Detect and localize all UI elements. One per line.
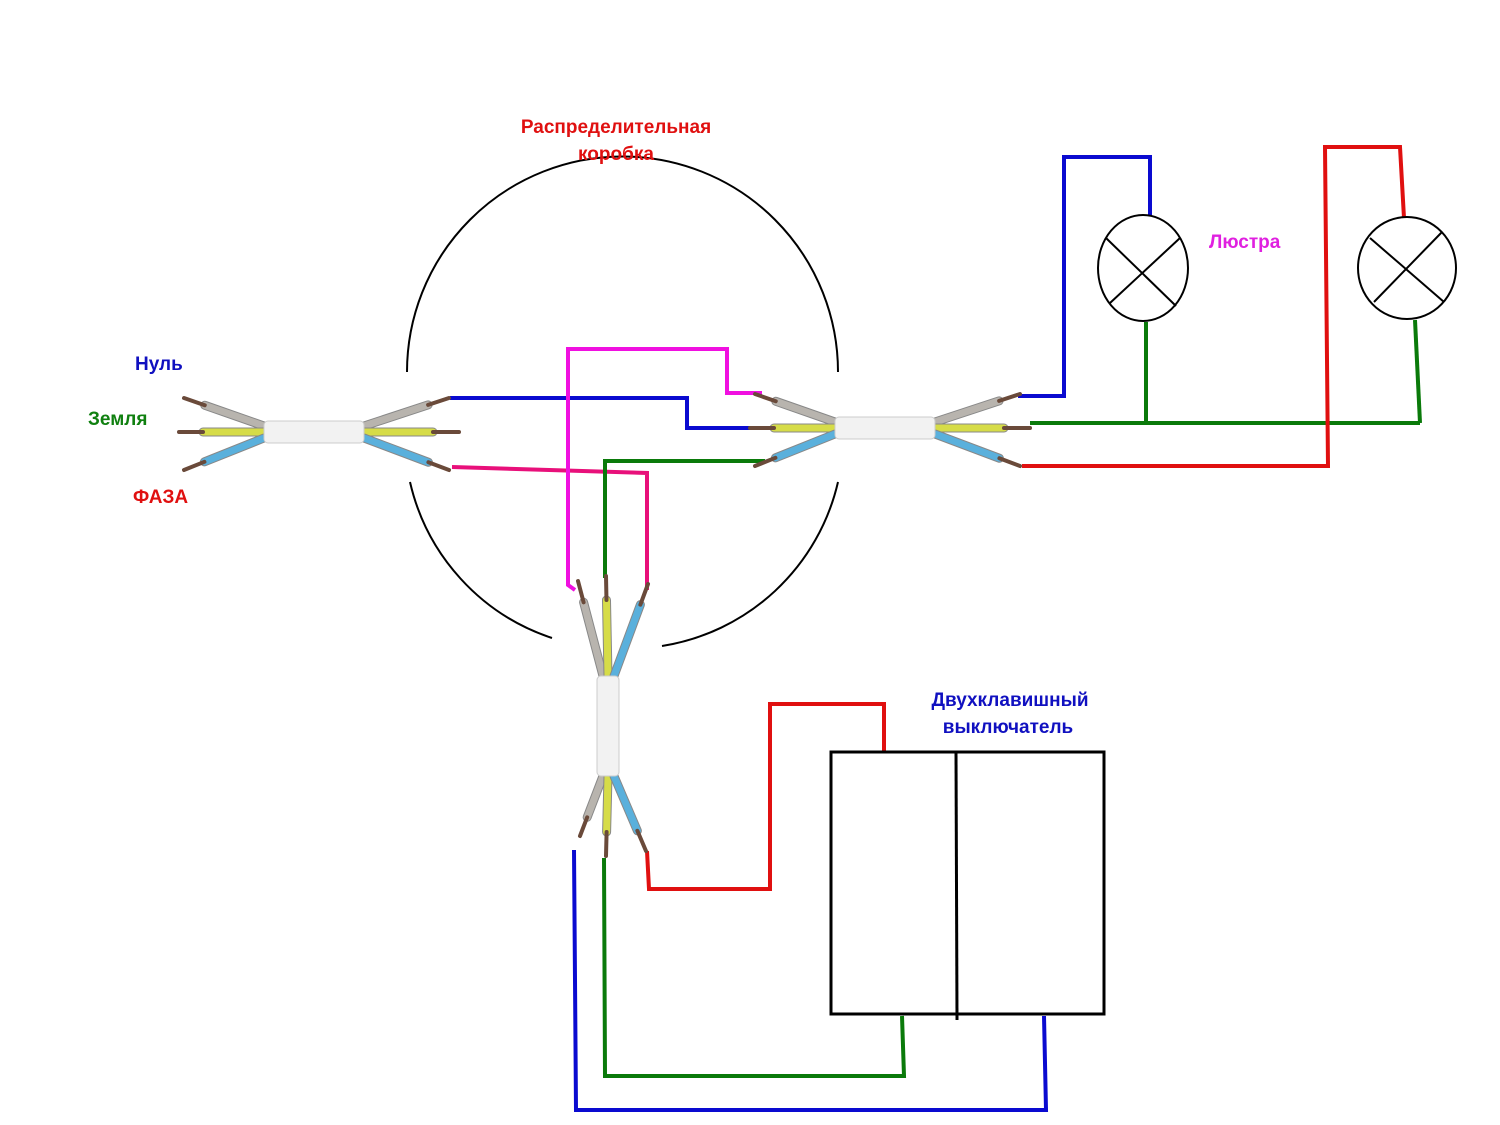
switch-cable-top-grey-insulation [580, 598, 607, 680]
input-cable-right-grey-conductor [426, 396, 451, 407]
lamp-cable-right-blue-insulation [931, 430, 1003, 462]
lamp-cable-left-grey-conductor [753, 392, 778, 404]
label-switch-line1: Двухклавишный [931, 690, 1088, 711]
lamp-1-cross-b [1109, 237, 1181, 304]
switch-body [829, 750, 1106, 1016]
two-gang-switch [829, 750, 1106, 1021]
wire-magenta-lamp-to-switch [566, 347, 762, 592]
lamp-cable [748, 392, 1032, 468]
switch-cable-top-grey-conductor [576, 579, 586, 605]
switch-cable-top-blue-insulation [610, 601, 644, 680]
cables [177, 392, 1032, 858]
input-cable [177, 396, 461, 472]
wire-neutral-to-switch [572, 849, 1049, 1112]
wire-neutral-to-lamp-1 [1018, 155, 1152, 398]
wire-phase-to-switch [645, 702, 886, 891]
label-junction-box-line1: Распределительная [521, 117, 711, 138]
switch-cable-top-blue-conductor [638, 582, 650, 607]
switch-cable-bottom-yellow-insulation [603, 772, 612, 836]
lamp-1-cross-a [1105, 237, 1177, 307]
lamp-cable-right-grey-insulation [931, 397, 1003, 426]
input-cable-left-blue-conductor [182, 459, 207, 472]
label-junction-box-line2: коробка [578, 144, 654, 165]
label-ground: Земля [88, 409, 147, 430]
switch-cable-bottom-grey-conductor [578, 815, 590, 838]
wire-phase-input-to-switch [451, 465, 649, 590]
lamp-2 [1357, 216, 1457, 320]
lamp-cable-sheath [834, 416, 936, 440]
label-switch-line2: выключатель [943, 717, 1073, 738]
input-cable-sheath [263, 420, 365, 444]
input-cable-left-grey-insulation [201, 401, 268, 430]
switch-cable-sheath [596, 675, 620, 777]
lamp-2-cross-b [1373, 231, 1443, 303]
wire-phase-to-lamp-2 [1022, 145, 1406, 468]
input-cable-right-blue-conductor [426, 460, 451, 472]
wire-ground-lamp-2 [1413, 319, 1422, 424]
switch-cable-bottom-blue-insulation [610, 772, 641, 835]
lamp-2-body [1357, 216, 1457, 320]
wire-ground-to-switch [602, 857, 907, 1078]
wire-neutral-input-to-lamp [450, 396, 755, 430]
lamp-cable-right-blue-conductor [997, 456, 1022, 468]
wire-ground-switch-to-lamp [603, 459, 765, 578]
switch-divider [954, 751, 959, 1021]
lamp-1 [1097, 214, 1189, 322]
lamp-cable-left-blue-conductor [753, 455, 778, 468]
lamp-cable-left-blue-insulation [771, 430, 839, 462]
switch-cable-bottom-yellow-conductor [604, 830, 609, 858]
input-cable-left-blue-insulation [200, 434, 268, 466]
junction-box-arc-left [409, 481, 553, 639]
junction-box-arc-top [406, 155, 839, 373]
lamp-cable-left-grey-insulation [772, 397, 839, 426]
input-cable-right-blue-insulation [360, 434, 432, 466]
wires [450, 145, 1422, 1112]
junction-box [406, 155, 839, 647]
label-neutral: Нуль [135, 354, 183, 375]
junction-box-arc-right [661, 481, 839, 647]
input-cable-right-grey-insulation [360, 401, 432, 430]
lamp-2-cross-a [1369, 237, 1445, 303]
switch-cable-bottom-blue-conductor [635, 828, 648, 853]
input-cable-left-grey-conductor [182, 396, 207, 408]
label-phase: ФАЗА [133, 487, 188, 508]
switch-cable-top-yellow-insulation [602, 596, 612, 680]
switch-cable-bottom-grey-insulation [583, 772, 607, 821]
lamp-cable-right-grey-conductor [997, 392, 1022, 403]
switch-cable [576, 574, 650, 858]
label-chandelier: Люстра [1209, 232, 1281, 253]
lamp-1-body [1097, 214, 1189, 322]
